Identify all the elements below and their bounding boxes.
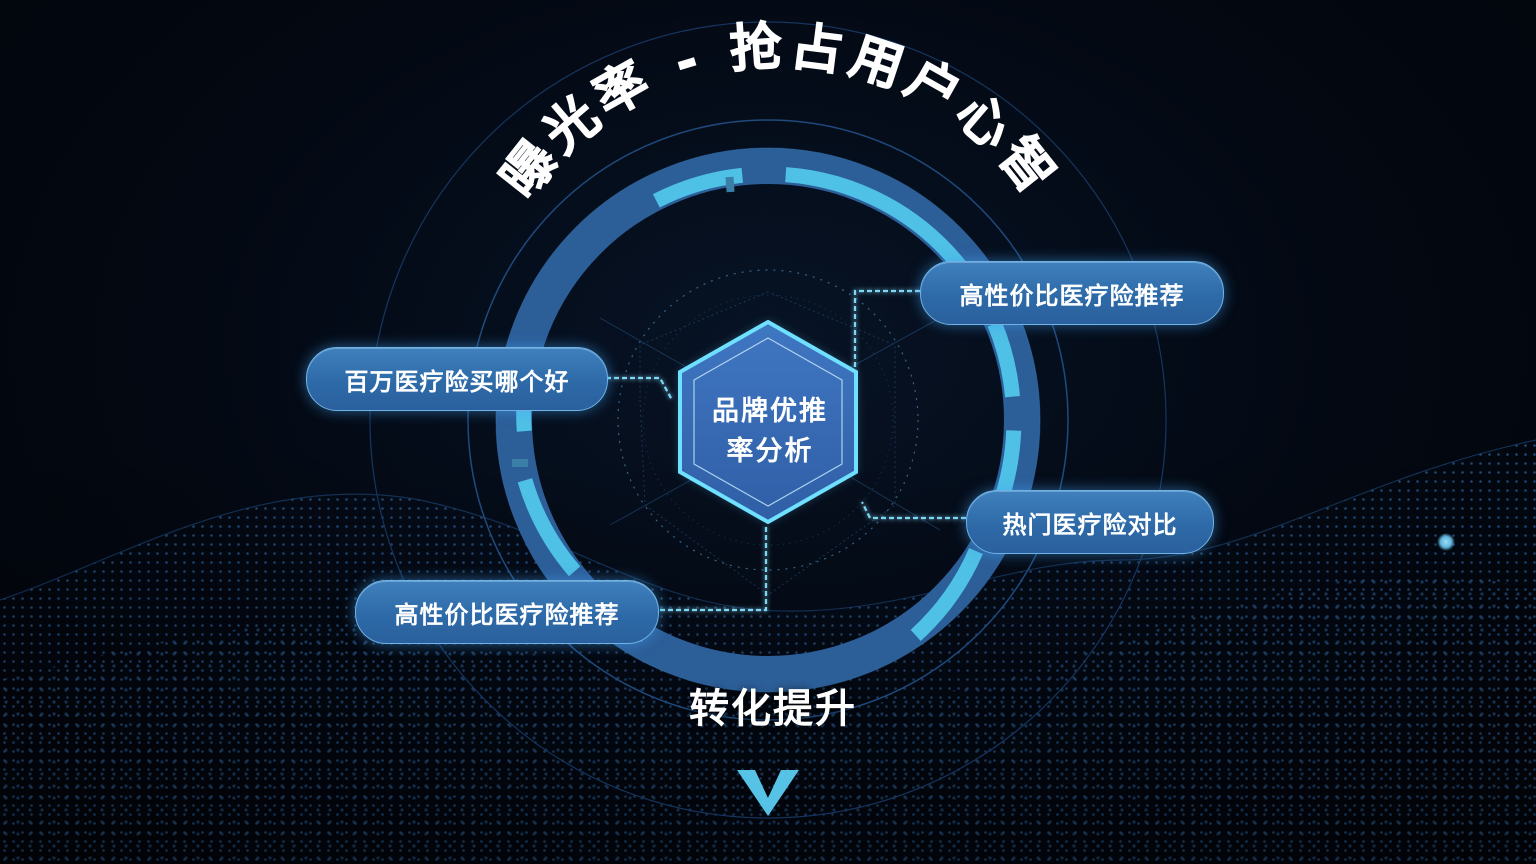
center-label-line1: 品牌优推	[712, 396, 828, 427]
connector-lines	[606, 289, 966, 612]
node-left[interactable]: 百万医疗险买哪个好	[306, 347, 608, 411]
node-bottom-left[interactable]: 高性价比医疗险推荐	[355, 580, 659, 644]
chevron-down-icon	[737, 770, 799, 816]
node-left-label: 百万医疗险买哪个好	[344, 367, 570, 396]
node-top-right[interactable]: 高性价比医疗险推荐	[920, 261, 1224, 325]
center-label-line2: 率分析	[726, 436, 814, 467]
outer-rings	[369, 21, 1167, 819]
node-right-label: 热门医疗险对比	[1002, 510, 1178, 539]
conversion-label: 转化提升	[689, 686, 857, 732]
center-label: 品牌优推 率分析	[680, 392, 860, 472]
node-right[interactable]: 热门医疗险对比	[966, 490, 1214, 554]
node-top-right-label: 高性价比医疗险推荐	[959, 281, 1185, 310]
glow-orb	[1437, 533, 1455, 551]
node-bottom-left-label: 高性价比医疗险推荐	[394, 600, 620, 629]
center-hexagon	[678, 319, 858, 525]
spoke-lines	[599, 291, 941, 596]
